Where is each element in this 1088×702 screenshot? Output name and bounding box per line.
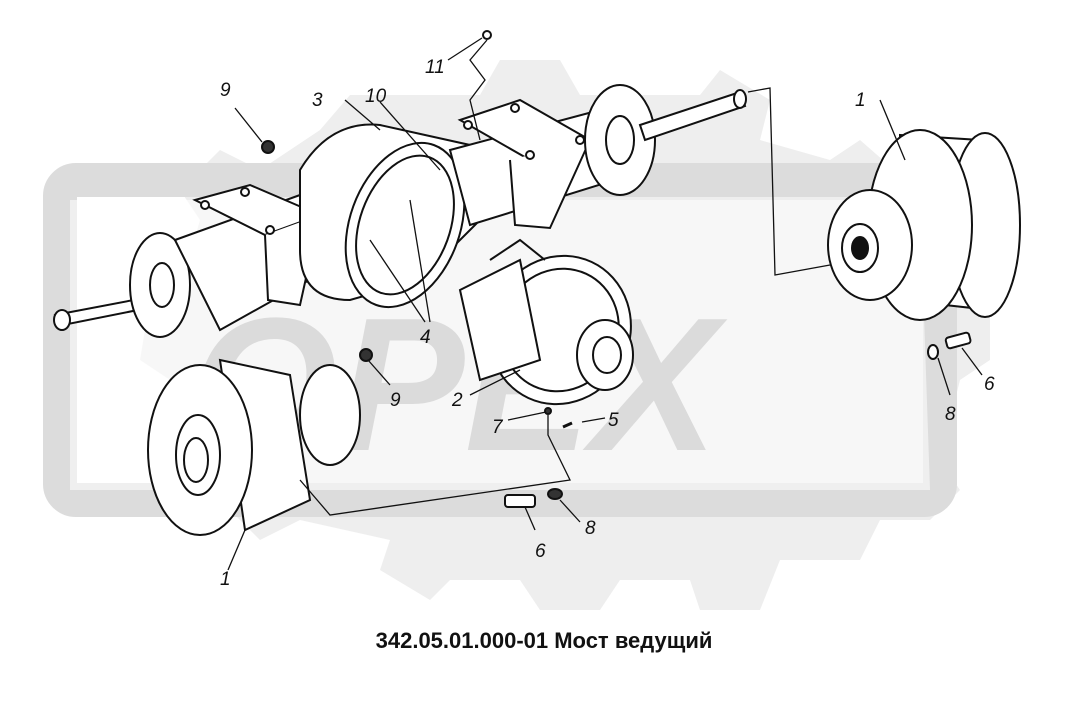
left-wheel-hub	[147, 358, 361, 536]
axle-housing	[53, 84, 747, 338]
callout-11: 11	[425, 57, 445, 78]
fasteners	[261, 30, 972, 508]
callout-9-mid: 9	[390, 390, 401, 411]
leader-lines	[227, 37, 983, 571]
callout-8-right: 8	[945, 404, 956, 425]
callout-3: 3	[312, 90, 323, 111]
callout-10: 10	[365, 86, 387, 107]
callout-1-left: 1	[220, 569, 231, 590]
callout-6-bottom: 6	[535, 541, 546, 562]
callout-1-right: 1	[855, 90, 866, 111]
callout-7: 7	[492, 417, 504, 438]
differential-assembly	[458, 238, 634, 406]
callout-6-right: 6	[984, 374, 995, 395]
callout-4: 4	[420, 327, 431, 348]
callout-labels: 11 9 3 10 1 4 9 2 7 5 6 8 8 6 1	[220, 57, 995, 590]
callout-8-bottom: 8	[585, 518, 596, 539]
callout-9-top: 9	[220, 80, 231, 101]
diagram-caption: 342.05.01.000-01 Мост ведущий	[375, 628, 713, 653]
right-wheel-hub	[827, 129, 1021, 321]
callout-5: 5	[608, 410, 619, 431]
callout-2: 2	[451, 390, 463, 411]
